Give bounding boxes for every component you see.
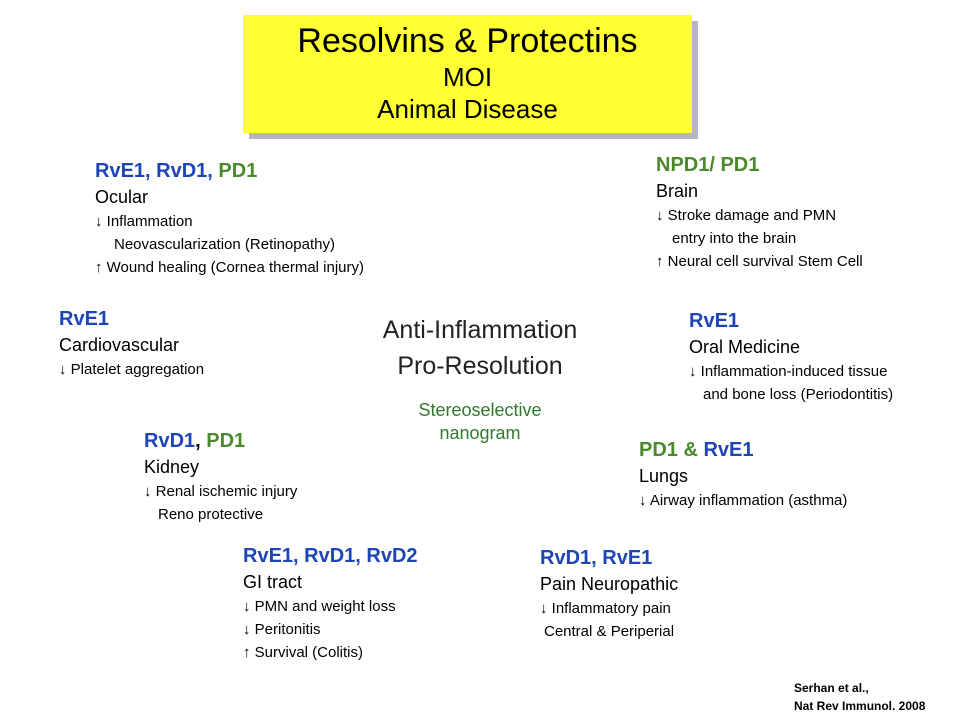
lungs-organ: Lungs (639, 466, 689, 486)
effect-line: ↓ Renal ischemic injury (144, 483, 298, 500)
title-box: Resolvins & Protectins MOI Animal Diseas… (243, 15, 692, 133)
agent-pd1: PD1 (206, 430, 246, 452)
effect-line: ↓ Airway inflammation (asthma) (639, 492, 848, 509)
agent-separator: , (195, 430, 207, 452)
ocular-agents: RvE1, RvD1, PD1 (95, 158, 364, 184)
effect-line: ↑ Neural cell survival Stem Cell (656, 253, 863, 270)
brain-organ: Brain (656, 181, 699, 201)
effect-line: ↓ PMN and weight loss (243, 598, 396, 615)
effect-line: and bone loss (Periodontitis) (703, 386, 894, 403)
brain-effects: ↓ Stroke damage and PMN entry into the b… (656, 204, 863, 273)
center-line-pro-resolution: Pro-Resolution (397, 352, 563, 380)
effect-line: ↓ Platelet aggregation (59, 361, 205, 378)
citation: Serhan et al., Nat Rev Immunol. 2008 (794, 679, 925, 715)
effect-line: ↑ Wound healing (Cornea thermal injury) (95, 259, 365, 276)
pain-agents: RvD1, RvE1 (540, 547, 653, 569)
oral-agents: RvE1 (689, 310, 740, 332)
effect-line: ↓ Stroke damage and PMN (656, 207, 837, 224)
gi-agents: RvE1, RvD1, RvD2 (243, 545, 418, 567)
cardiovascular-block: RvE1 Cardiovascular ↓ Platelet aggregati… (59, 306, 204, 381)
lungs-effects: ↓ Airway inflammation (asthma) (639, 489, 847, 512)
lungs-block: PD1 & RvE1 Lungs ↓ Airway inflammation (… (639, 437, 847, 512)
pain-organ: Pain Neuropathic (540, 574, 679, 594)
kidney-agents: RvD1, PD1 (144, 428, 297, 454)
effect-line: ↓ Inflammation (95, 213, 193, 230)
gi-effects: ↓ PMN and weight loss ↓ Peritonitis ↑ Su… (243, 595, 418, 664)
pain-neuropathic-block: RvD1, RvE1 Pain Neuropathic ↓ Inflammato… (540, 545, 678, 643)
cardiovascular-agents: RvE1 (59, 308, 110, 330)
agent-rve1: RvE1, (95, 160, 157, 182)
effect-line: Central & Periperial (544, 623, 675, 640)
effect-line: ↓ Peritonitis (243, 621, 321, 638)
title-animal-disease: Animal Disease (377, 94, 558, 124)
effect-line: ↓ Inflammation-induced tissue (689, 363, 888, 380)
center-line-anti-inflammation: Anti-Inflammation (382, 316, 578, 344)
cardiovascular-effects: ↓ Platelet aggregation (59, 358, 204, 381)
gi-organ: GI tract (243, 572, 303, 592)
gi-tract-block: RvE1, RvD1, RvD2 GI tract ↓ PMN and weig… (243, 543, 418, 664)
effect-line: Reno protective (158, 506, 264, 523)
brain-agents: NPD1/ PD1 (656, 154, 760, 176)
slide-title: Resolvins & Protectins (297, 22, 638, 60)
oral-organ: Oral Medicine (689, 337, 801, 357)
effect-line: Neovascularization (Retinopathy) (114, 236, 335, 253)
lungs-agents: PD1 & RvE1 (639, 437, 847, 463)
center-sub-stereoselective: Stereoselective (418, 400, 542, 420)
oral-effects: ↓ Inflammation-induced tissue and bone l… (689, 360, 893, 406)
agent-pd1: PD1 (218, 160, 258, 182)
pain-effects: ↓ Inflammatory pain Central & Periperial (540, 597, 678, 643)
effect-line: entry into the brain (672, 230, 797, 247)
center-heading: Anti-Inflammation Pro-Resolution (345, 312, 615, 384)
center-subheading: Stereoselective nanogram (370, 399, 590, 445)
ocular-effects: ↓ Inflammation Neovascularization (Retin… (95, 210, 364, 279)
oral-medicine-block: RvE1 Oral Medicine ↓ Inflammation-induce… (689, 308, 893, 406)
effect-line: ↓ Inflammatory pain (540, 600, 671, 617)
kidney-effects: ↓ Renal ischemic injury Reno protective (144, 480, 297, 526)
kidney-organ: Kidney (144, 457, 200, 477)
ocular-organ: Ocular (95, 187, 149, 207)
title-moi: MOI (442, 62, 493, 92)
ocular-block: RvE1, RvD1, PD1 Ocular ↓ Inflammation Ne… (95, 158, 364, 279)
agent-rvd1: RvD1 (144, 430, 196, 452)
kidney-block: RvD1, PD1 Kidney ↓ Renal ischemic injury… (144, 428, 297, 526)
brain-block: NPD1/ PD1 Brain ↓ Stroke damage and PMN … (656, 152, 863, 273)
citation-journal: Nat Rev Immunol. 2008 (794, 699, 926, 713)
agent-rve1: RvE1 (703, 439, 754, 461)
agent-rvd1: RvD1, (156, 160, 219, 182)
center-sub-nanogram: nanogram (439, 423, 521, 443)
cardiovascular-organ: Cardiovascular (59, 335, 180, 355)
effect-line: ↑ Survival (Colitis) (243, 644, 364, 661)
citation-authors: Serhan et al., (794, 681, 869, 695)
agent-pd1: PD1 & (639, 439, 704, 461)
